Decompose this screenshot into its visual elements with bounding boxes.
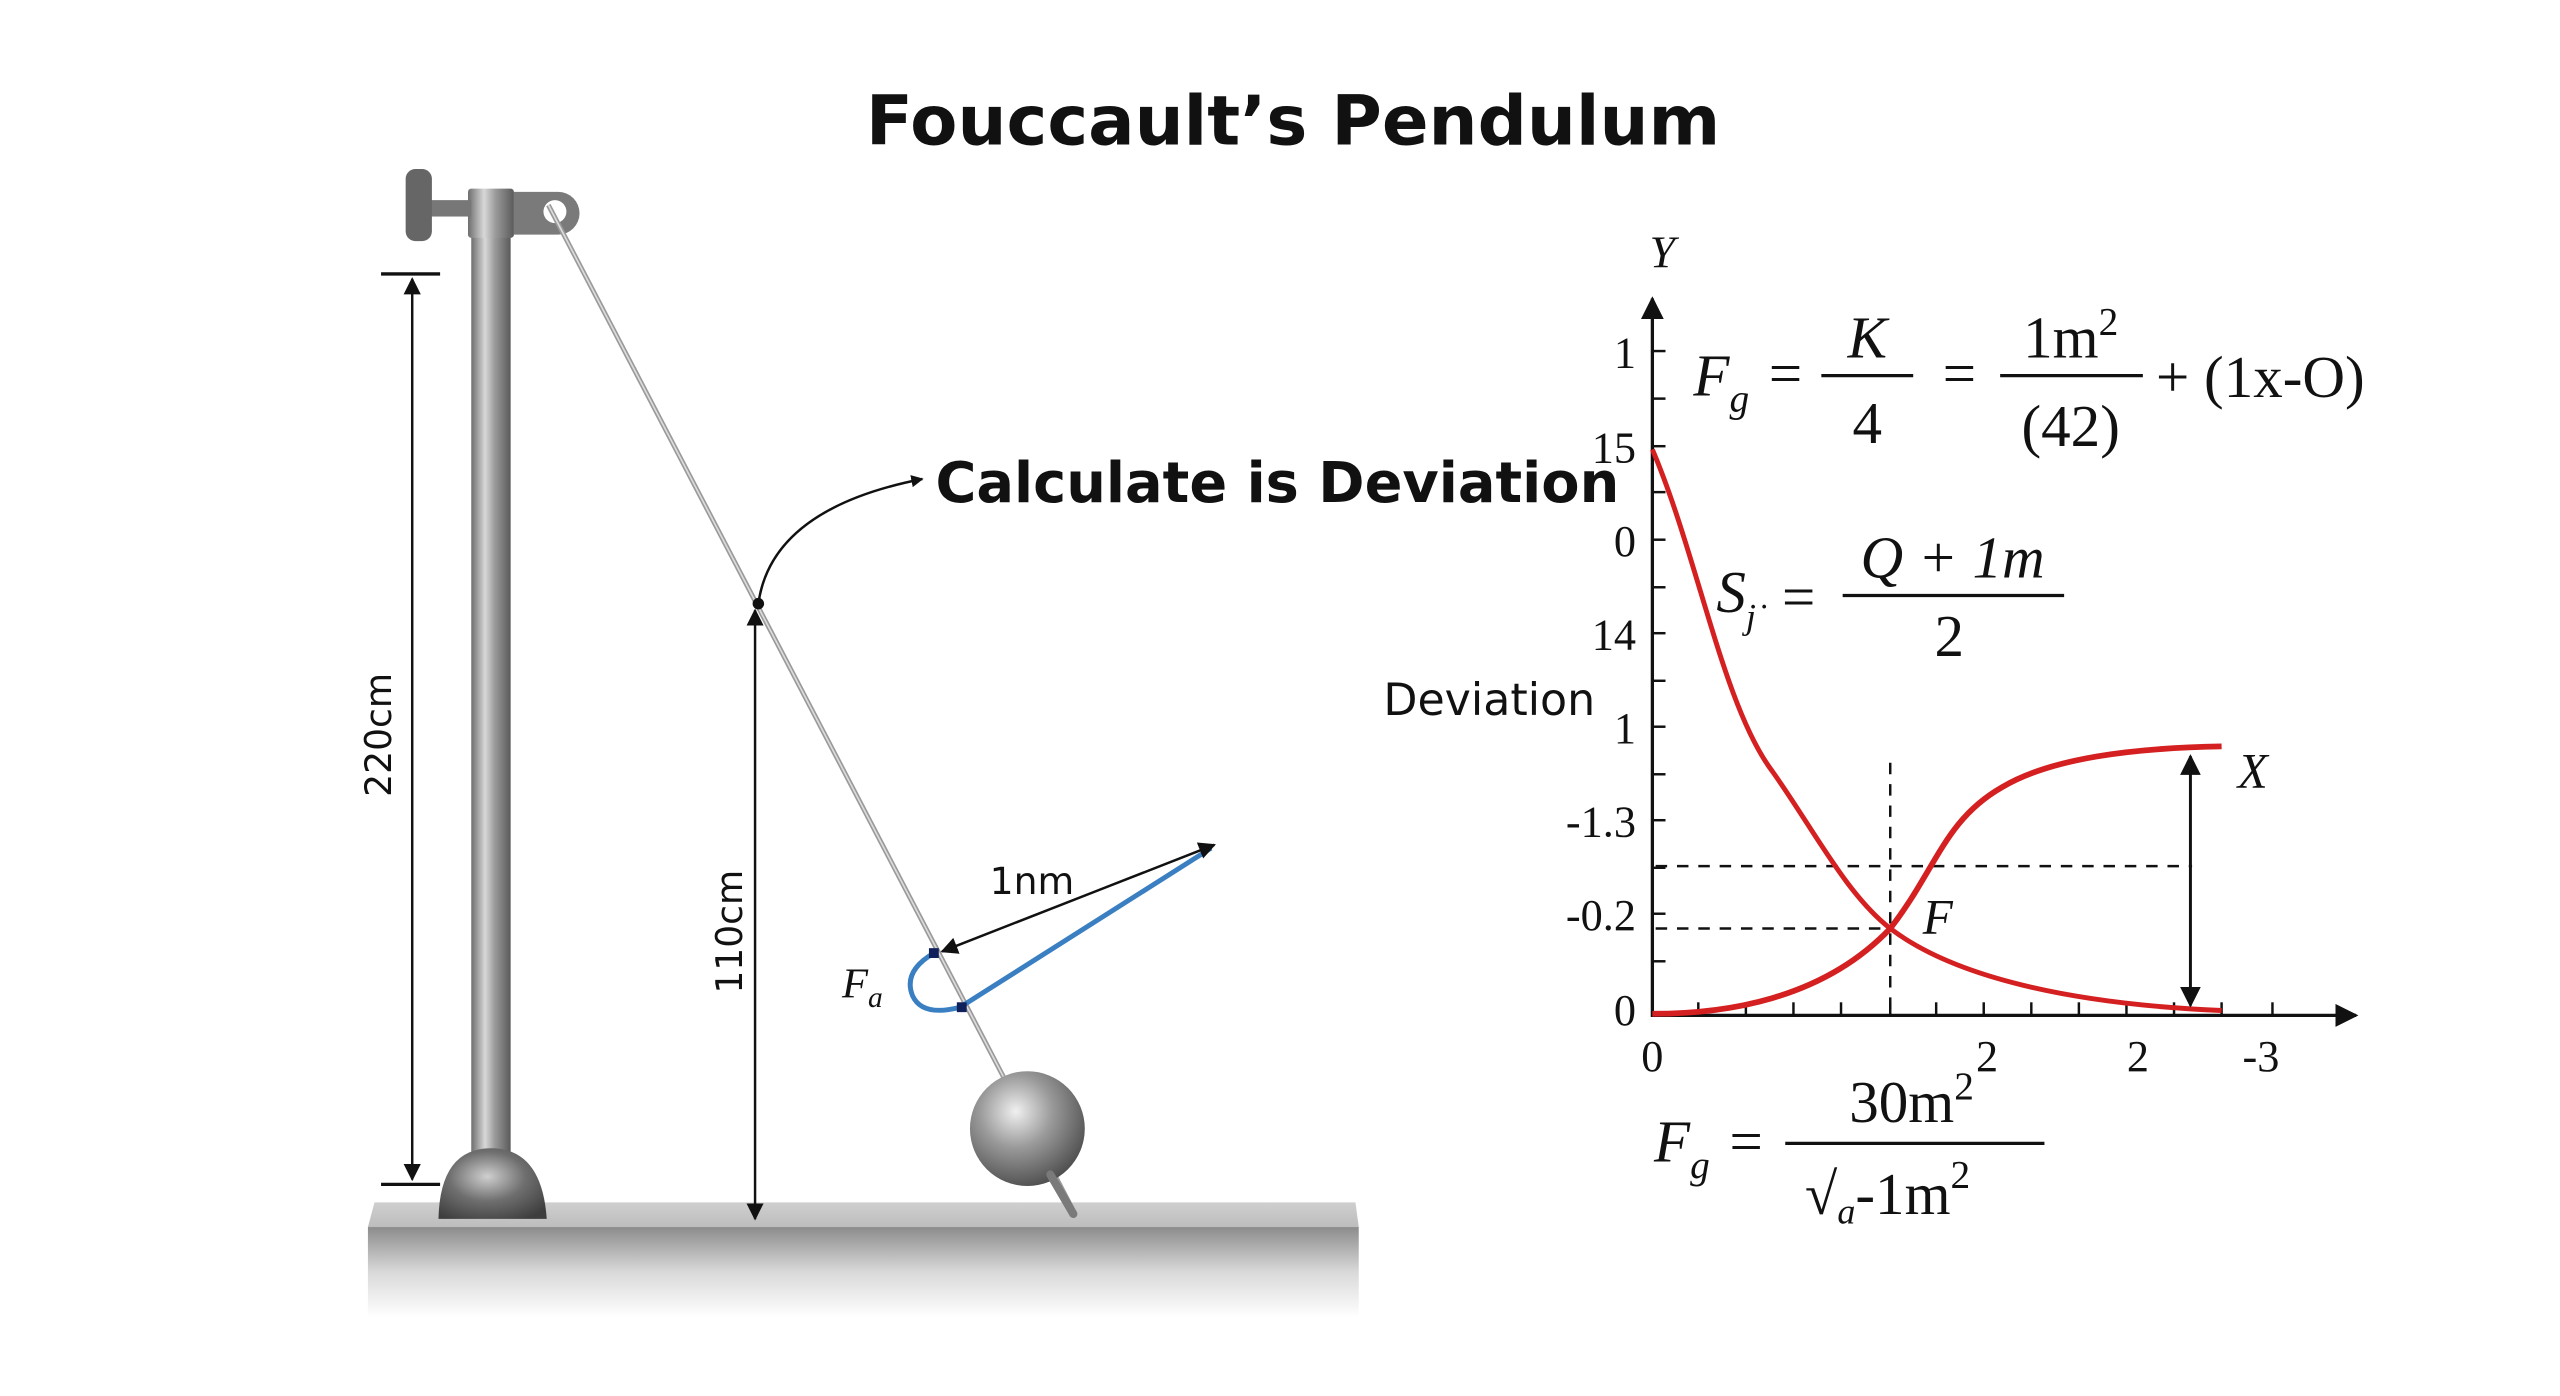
pendulum-bob: [969, 1071, 1085, 1219]
svg-text:=: =: [1729, 1108, 1762, 1174]
y-tick-labels: 1 15 0 14 1 -1.3 -0.2 0: [1566, 328, 1636, 1035]
base-platform: [367, 1202, 1359, 1318]
pivot-height-label: 110cm: [709, 870, 751, 994]
svg-text:1m2: 1m2: [2023, 300, 2118, 371]
force-loop: [907, 846, 1213, 1013]
y-ticks: [1652, 349, 1666, 963]
svg-text:Fg: Fg: [1692, 342, 1749, 420]
stand-height-dimension: [381, 272, 441, 1187]
svg-text:2: 2: [1935, 603, 1965, 669]
y-tick-label: 1: [1614, 704, 1636, 753]
intersection-label: F: [1922, 889, 1954, 944]
svg-text:+ (1x-O): + (1x-O): [2156, 344, 2365, 410]
x-tick-label: -3: [2243, 1032, 2280, 1081]
dashed-guides: [1655, 762, 2193, 1016]
svg-text:Fg: Fg: [1653, 1108, 1710, 1186]
y-tick-label: 0: [1614, 517, 1636, 566]
displacement-arrow: [940, 842, 1216, 954]
svg-text:=: =: [1943, 341, 1976, 407]
callout-label: Calculate is Deviation: [936, 451, 1620, 516]
decreasing-curve: [1650, 448, 2222, 1013]
svg-text:K: K: [1847, 305, 1890, 371]
y-axis-label: Deviation: [1383, 675, 1595, 726]
increasing-curve: [1652, 743, 2222, 1017]
equation-middle: Sj˙ = Q + 1m 2: [1716, 524, 2065, 669]
y-tick-label: -0.2: [1566, 891, 1636, 940]
y-tick-label: 1: [1614, 328, 1636, 377]
stand-foot: [438, 1148, 547, 1219]
x-tick-labels: 0 2 2 -3: [1641, 1032, 2279, 1081]
y-tick-label: -1.3: [1566, 798, 1636, 847]
svg-text:30m2: 30m2: [1849, 1064, 1974, 1135]
force-label: Fa: [841, 960, 883, 1014]
svg-text:4: 4: [1853, 390, 1883, 456]
svg-text:Sj˙: Sj˙: [1716, 559, 1768, 636]
y-tick-label: 0: [1614, 986, 1636, 1035]
x-tick-label: 2: [2127, 1032, 2149, 1081]
range-label: X: [2236, 743, 2270, 798]
svg-text:=: =: [1782, 564, 1815, 630]
stand-height-label: 220cm: [358, 673, 400, 797]
top-clamp: [467, 188, 514, 238]
pendulum-stand: [405, 168, 580, 1219]
svg-text:Q + 1m: Q + 1m: [1860, 524, 2044, 590]
y-axis-name: Y: [1649, 226, 1679, 277]
y-tick-label: 14: [1592, 611, 1636, 660]
x-tick-label: 0: [1641, 1032, 1663, 1081]
displacement-label: 1nm: [990, 859, 1075, 903]
svg-text:√a-1m2: √a-1m2: [1805, 1153, 1970, 1232]
diagram-title: Fouccault’s Pendulum: [866, 81, 1720, 161]
adjustment-knob: [405, 168, 432, 242]
x-tick-label: 2: [1976, 1032, 1998, 1081]
equation-top: Fg = K 4 = 1m2 (42) + (1x-O): [1692, 300, 2364, 460]
svg-text:=: =: [1769, 341, 1802, 407]
y-tick-label: 15: [1592, 424, 1636, 473]
deviation-chart: Y 1 15 0 14 1 -1.3 -0.2 0 Deviation 0 2 …: [1383, 226, 2359, 1081]
callout-arrow: [757, 475, 924, 604]
equation-bottom: Fg = 30m2 √a-1m2: [1653, 1064, 2045, 1232]
svg-text:(42): (42): [2021, 393, 2119, 459]
